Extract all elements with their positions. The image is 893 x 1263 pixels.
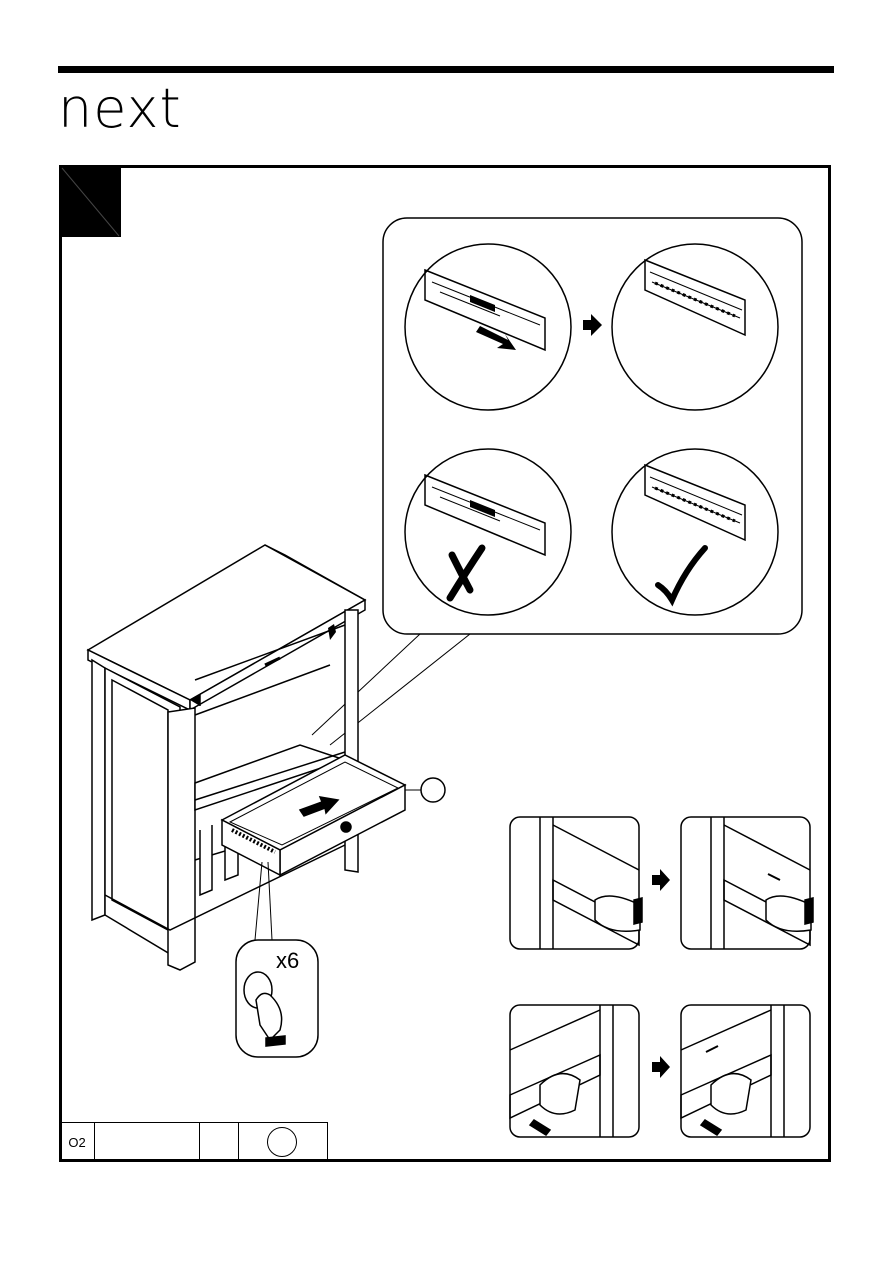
cabinet-illustration: [88, 545, 365, 970]
detail-circle-incorrect: [405, 449, 571, 615]
drawer-callout-circle: [421, 778, 445, 802]
leader-line-1: [312, 634, 420, 735]
part-description-cell: [95, 1123, 200, 1162]
parts-table: O2: [59, 1122, 328, 1162]
detail-circle-rail-locked: [612, 244, 778, 410]
detail-box-4: [681, 1005, 810, 1137]
detail-box-3: [510, 1005, 639, 1137]
part-quantity-cell: [200, 1123, 239, 1162]
detail-box-1: [510, 817, 642, 949]
quantity-label: x6: [276, 948, 299, 973]
part-code-cell: O2: [60, 1123, 95, 1162]
part-circle-icon: [267, 1127, 297, 1157]
next-arrow-icon-3: [652, 1056, 670, 1078]
part-image-cell: [239, 1123, 328, 1162]
next-arrow-icon-2: [652, 869, 670, 891]
detail-box-2: [681, 817, 813, 949]
drawer-knob: [341, 822, 351, 832]
step-box-diagonal: [62, 168, 119, 236]
detail-circle-rail-push: [405, 244, 571, 410]
detail-circle-correct: [612, 449, 778, 615]
